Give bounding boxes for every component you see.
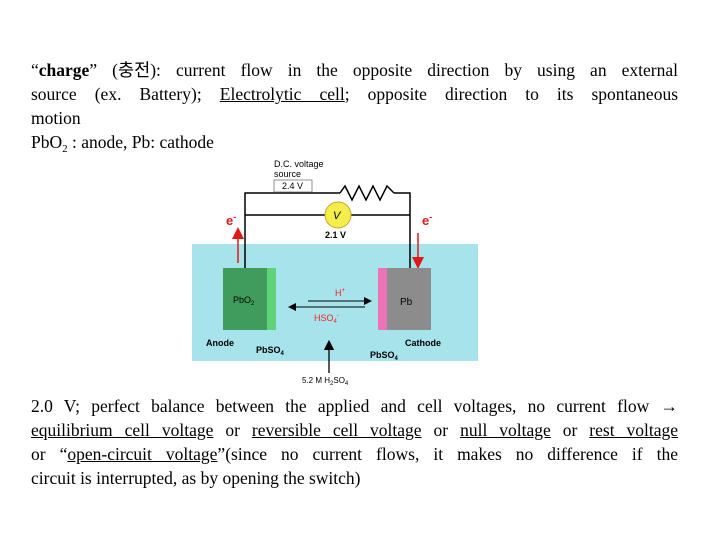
voltmeter-reading: 2.1 V [325, 230, 346, 240]
electron-label-right: e- [422, 212, 432, 228]
dc-source-label-1: D.C. voltage [274, 159, 324, 169]
intro-line-2-a: source (ex. Battery); [31, 84, 202, 104]
dc-voltage-box [273, 179, 313, 193]
dc-source-label-2: source [274, 169, 301, 179]
electrolytic-cell-term: Electrolytic cell [219, 84, 345, 104]
conclusion-line-4: circuit is interrupted, as by opening th… [31, 468, 361, 488]
conclusion-paragraph: 2.0 V; perfect balance between the appli… [31, 394, 678, 490]
voltmeter-icon [324, 201, 352, 229]
intro-line-1: “charge” (충전): current flow in the oppos… [31, 60, 678, 80]
anode-label: Anode [206, 338, 234, 348]
cathode-pbso4-layer [378, 268, 387, 330]
term-equilibrium-cell-voltage: equilibrium cell voltage [31, 420, 214, 440]
resistor-icon [339, 184, 395, 202]
or-3: or [550, 420, 590, 440]
bisulfate-ion-label: HSO4- [314, 313, 339, 325]
pbso4-right-label: PbSO4 [370, 350, 399, 362]
voltmeter-symbol: V [333, 210, 342, 222]
hydrogen-ion-label: H+ [335, 288, 346, 298]
intro-line-2: source (ex. Battery); Electrolytic cell;… [31, 82, 678, 106]
dc-voltage-value: 2.4 V [282, 181, 303, 191]
intro-line-4-text: : anode, Pb: cathode [67, 132, 214, 152]
term-reversible-cell-voltage: reversible cell voltage [251, 420, 422, 440]
conclusion-line-1: 2.0 V; perfect balance between the appli… [31, 394, 678, 418]
pbo2-subscript: 2 [62, 143, 68, 155]
conclusion-line-3-a: or “ [31, 444, 68, 464]
intro-line-2-b: ; opposite direction to its spontaneous [344, 84, 679, 104]
intro-line-1-text: ): current flow in the opposite directio… [150, 60, 678, 80]
anode-electrode-label: PbO2 [233, 295, 255, 307]
circuit-wire [244, 192, 411, 269]
conclusion-line-3: or “open-circuit voltage”(since no curre… [31, 442, 678, 466]
electrolyte-label: 5.2 M H2SO4 [302, 376, 349, 387]
conclusion-line-1-text: 2.0 V; perfect balance between the appli… [31, 396, 650, 416]
or-2: or [421, 420, 461, 440]
anode-pbso4-layer [267, 268, 276, 330]
term-rest-voltage: rest voltage [589, 420, 679, 440]
electron-label-left: e- [226, 212, 236, 228]
conclusion-line-3-b: ”(since no current flows, it makes no di… [217, 444, 678, 464]
intro-paragraph: “charge” (충전): current flow in the oppos… [31, 58, 678, 155]
charge-term: charge [38, 60, 90, 80]
conclusion-line-2: equilibrium cell voltage or reversible c… [31, 418, 678, 442]
cathode-electrode [387, 268, 431, 330]
or-1: or [213, 420, 252, 440]
cathode-label: Cathode [405, 338, 441, 348]
cathode-electrode-label: Pb [400, 297, 413, 308]
anode-electrode [223, 268, 267, 330]
implies-arrow-icon: → [660, 396, 679, 416]
term-open-circuit-voltage: open-circuit voltage [67, 444, 218, 464]
term-null-voltage: null voltage [460, 420, 551, 440]
intro-line-3: motion [31, 108, 81, 128]
pbso4-left-label: PbSO4 [256, 345, 285, 357]
electrolytic-cell-diagram: D.C. voltage source 2.4 V V 2.1 V e- e- … [192, 159, 478, 387]
pbo2-label: PbO [31, 132, 63, 152]
intro-line-4: PbO2 : anode, Pb: cathode [31, 130, 678, 155]
korean-term: 충전 [118, 60, 151, 80]
